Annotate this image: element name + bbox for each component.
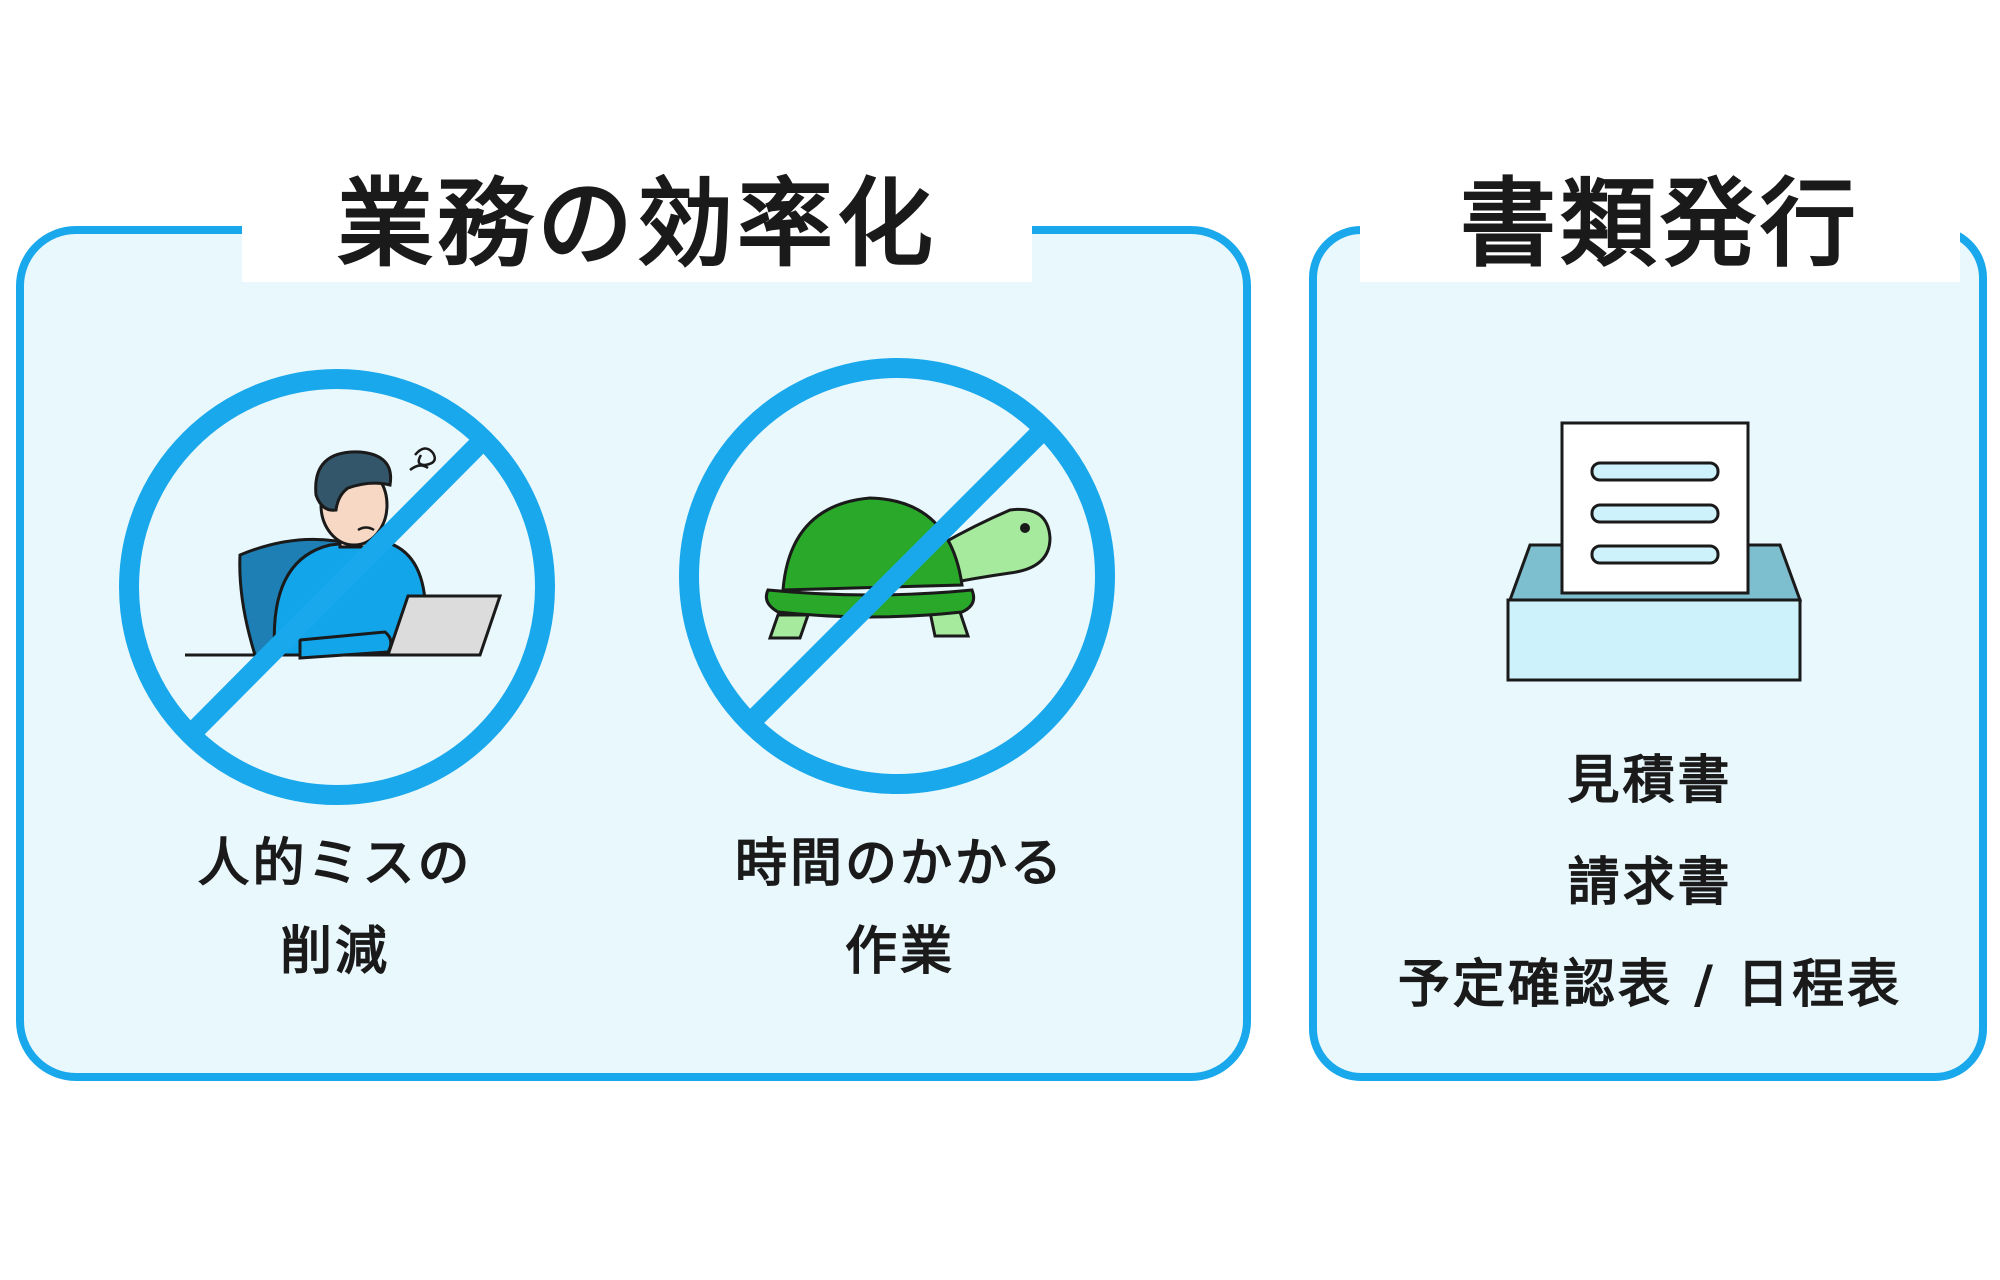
- caption-line: 人的ミスの: [197, 834, 473, 894]
- caption-line: 削減: [279, 922, 390, 982]
- document-item-invoice: 請求書: [1567, 853, 1733, 913]
- efficiency-title: 業務の効率化: [242, 172, 1032, 282]
- item-time-consuming-caption: 時間のかかる 作業: [680, 820, 1120, 996]
- document-list: 見積書 請求書 予定確認表 / 日程表: [1340, 730, 1960, 1036]
- prohibition-circle: [119, 369, 555, 805]
- item-human-error-caption: 人的ミスの 削減: [130, 820, 540, 996]
- caption-line: 時間のかかる: [734, 834, 1065, 894]
- prohibition-slash: [182, 431, 492, 743]
- prohibition-circle: [679, 358, 1115, 794]
- prohibition-slash: [742, 421, 1052, 731]
- person-at-laptop-icon: [185, 447, 503, 660]
- document-item-schedule: 予定確認表 / 日程表: [1397, 955, 1903, 1015]
- caption-line: 作業: [844, 922, 955, 982]
- document-item-estimate: 見積書: [1567, 751, 1733, 811]
- documents-title: 書類発行: [1360, 172, 1960, 282]
- document-tray-icon: [1506, 421, 1803, 682]
